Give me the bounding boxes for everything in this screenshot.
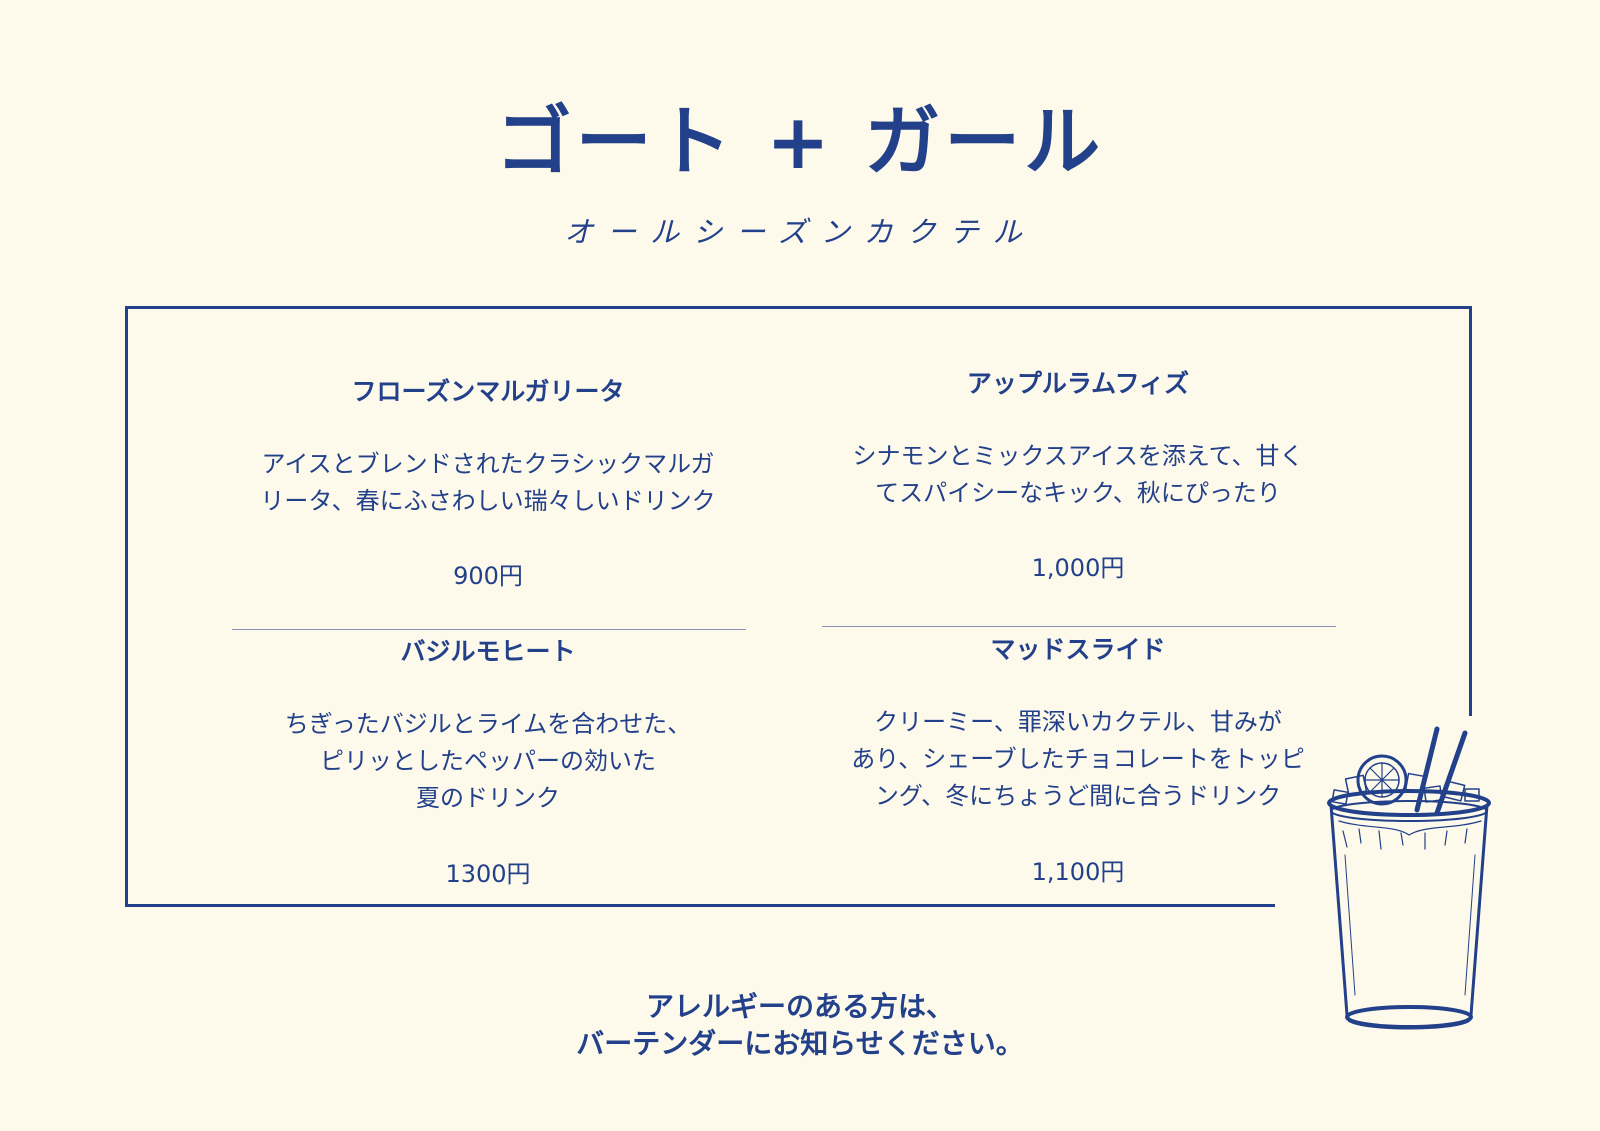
menu-item-basil-mojito: バジルモヒート ちぎったバジルとライムを合わせた、 ピリッとしたペッパーの効いた… xyxy=(228,632,748,892)
menu-frame-right-edge xyxy=(1469,306,1472,716)
menu-item-description: ちぎったバジルとライムを合わせた、 ピリッとしたペッパーの効いた 夏のドリンク xyxy=(284,710,692,812)
menu-item-mudslide: マッドスライド クリーミー、罪深いカクテル、甘みが あり、シェーブしたチョコレー… xyxy=(818,630,1338,890)
menu-item-frozen-margarita: フローズンマルガリータ アイスとブレンドされたクラシックマルガ リータ、春にふさ… xyxy=(228,372,748,602)
menu-item-price: 1300円 xyxy=(445,860,531,888)
menu-divider-left xyxy=(232,629,746,630)
menu-item-name: バジルモヒート xyxy=(400,637,576,666)
menu-frame xyxy=(125,306,1472,906)
menu-item-price: 900円 xyxy=(453,562,523,590)
menu-item-description: クリーミー、罪深いカクテル、甘みが あり、シェーブしたチョコレートをトッピ ング… xyxy=(851,708,1305,810)
menu-item-name: アップルラムフィズ xyxy=(966,369,1190,398)
cocktail-glass-icon xyxy=(1327,726,1491,1030)
menu-divider-right xyxy=(822,626,1336,627)
page-subtitle: オールシーズンカクテル xyxy=(564,215,1036,249)
menu-item-description: シナモンとミックスアイスを添えて、甘く てスパイシーなキック、秋にぴったり xyxy=(852,442,1304,507)
menu-frame-bottom-edge xyxy=(125,904,1275,907)
menu-item-price: 1,100円 xyxy=(1031,858,1125,886)
menu-item-name: マッドスライド xyxy=(990,635,1166,664)
menu-item-price: 1,000円 xyxy=(1031,554,1125,582)
page-title: ゴート + ガール xyxy=(495,97,1105,186)
menu-item-apple-rum-fizz: アップルラムフィズ シナモンとミックスアイスを添えて、甘く てスパイシーなキック… xyxy=(818,364,1338,594)
menu-item-name: フローズンマルガリータ xyxy=(351,377,625,406)
menu-item-description: アイスとブレンドされたクラシックマルガ リータ、春にふさわしい瑞々しいドリンク xyxy=(260,450,716,515)
allergy-notice: アレルギーのある方は、 バーテンダーにお知らせください。 xyxy=(576,990,1024,1060)
